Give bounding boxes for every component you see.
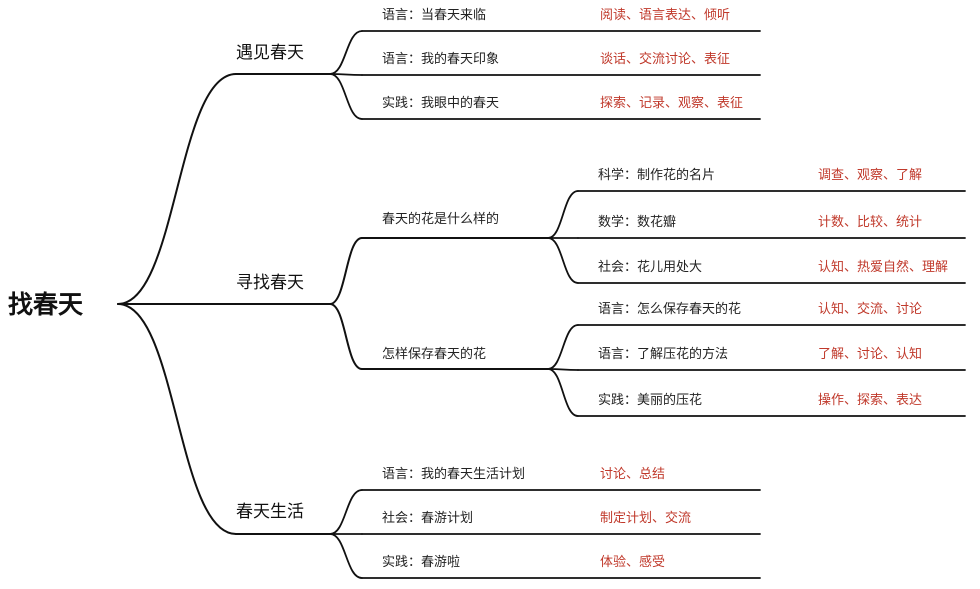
branch-0-leaf-tag-1: 谈话、交流讨论、表征 <box>600 52 731 67</box>
branch-connector-2 <box>117 303 237 535</box>
branch-0-leaf-connector-0 <box>329 30 363 75</box>
branch-0-leaf-tag-2: 探索、记录、观察、表征 <box>600 96 744 111</box>
branch-0-leaf-tag-0: 阅读、语言表达、倾听 <box>600 8 731 23</box>
branch-0-leaf-label-2: 实践：我眼中的春天 <box>382 96 500 111</box>
branch-2-leaf-tag-0: 讨论、总结 <box>600 467 666 482</box>
sub-1-1-leaf-tag-1: 了解、讨论、认知 <box>818 347 923 362</box>
branch-2-leaf-label-0: 语言：我的春天生活计划 <box>382 467 526 482</box>
sub-1-1-leaf-connector-2 <box>547 368 579 417</box>
branch-label-2: 春天生活 <box>236 502 304 522</box>
branch-0-leaf-connector-2 <box>329 73 363 120</box>
branch-2-leaf-connector-0 <box>329 489 363 535</box>
sub-1-1-leaf-label-2: 实践：美丽的压花 <box>598 393 703 408</box>
root-topic: 找春天 <box>8 290 84 319</box>
sub-1-0-leaf-connector-2 <box>547 237 579 284</box>
branch-connector-0 <box>117 73 237 305</box>
sub-1-0-leaf-label-0: 科学：制作花的名片 <box>598 168 716 183</box>
sub-1-1-leaf-label-0: 语言：怎么保存春天的花 <box>598 302 742 317</box>
branch-0-leaf-label-1: 语言：我的春天印象 <box>382 52 500 67</box>
sub-1-0-leaf-label-1: 数学：数花瓣 <box>598 215 677 230</box>
branch-label-1: 寻找春天 <box>236 273 304 293</box>
branch-2-leaf-label-2: 实践：春游啦 <box>382 555 461 570</box>
sub-label-1-0: 春天的花是什么样的 <box>382 212 500 227</box>
branch-label-0: 遇见春天 <box>236 43 304 63</box>
sub-1-1-leaf-tag-0: 认知、交流、讨论 <box>818 302 923 317</box>
sub-1-0-leaf-tag-2: 认知、热爱自然、理解 <box>818 260 949 275</box>
branch-0-leaf-label-0: 语言：当春天来临 <box>382 8 487 23</box>
sub-1-1-leaf-label-1: 语言：了解压花的方法 <box>598 347 729 362</box>
branch-2-leaf-label-1: 社会：春游计划 <box>382 511 474 526</box>
branch-2-leaf-tag-2: 体验、感受 <box>600 555 666 570</box>
sub-1-0-leaf-connector-0 <box>547 190 579 239</box>
sub-1-0-leaf-tag-1: 计数、比较、统计 <box>818 215 923 230</box>
branch-2-leaf-connector-2 <box>329 533 363 579</box>
branch-2-leaf-tag-1: 制定计划、交流 <box>600 511 692 526</box>
sub-connector-1-1 <box>329 303 363 370</box>
sub-1-1-leaf-connector-0 <box>547 324 579 370</box>
sub-connector-1-0 <box>329 237 363 305</box>
sub-1-1-leaf-tag-2: 操作、探索、表达 <box>818 393 923 408</box>
sub-label-1-1: 怎样保存春天的花 <box>382 347 487 362</box>
sub-1-0-leaf-tag-0: 调查、观察、了解 <box>818 168 923 183</box>
sub-1-0-leaf-label-2: 社会：花儿用处大 <box>598 260 703 275</box>
